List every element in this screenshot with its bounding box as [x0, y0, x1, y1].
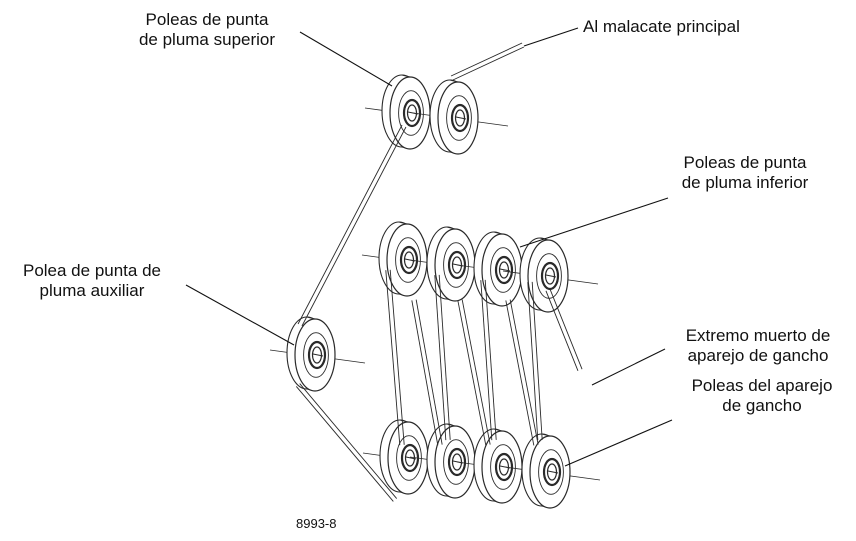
label-hook-block-sheaves: Poleas del aparejo de gancho	[668, 376, 856, 416]
figure-id: 8993-8	[296, 516, 336, 531]
rope-dead-end	[549, 289, 583, 370]
rope-reeve-3	[438, 274, 451, 440]
rope-dead-end	[545, 290, 579, 371]
label-dead-end: Extremo muerto de aparejo de gancho	[660, 326, 856, 366]
sheave-groove	[538, 449, 564, 495]
rope-reeve-1	[389, 269, 405, 445]
rope-upper-to-aux	[297, 124, 403, 325]
label-aux-boom-sheave-line2: pluma auxiliar	[39, 281, 145, 300]
rope-reeve-1	[385, 270, 401, 446]
sheave-shaft	[312, 353, 324, 357]
label-aux-boom-sheave-line1: Polea de punta de	[22, 261, 161, 280]
sheave-shaft	[545, 274, 557, 278]
label-main-hoist: Al malacate principal	[583, 17, 740, 37]
label-dead-end-line2: aparejo de gancho	[687, 346, 829, 365]
leader-upper-boom-sheaves	[299, 31, 393, 87]
rope-reeve-5	[484, 279, 497, 440]
sheaves-layer	[269, 74, 601, 509]
upper-sheave-2	[412, 79, 509, 155]
label-dead-end-line1: Extremo muerto de	[685, 326, 831, 345]
sheave-groove	[446, 95, 472, 141]
rope-reeve-6	[509, 299, 539, 445]
leader-aux-boom-sheave	[185, 284, 295, 346]
rope-aux-to-hook	[295, 386, 394, 502]
sheave-groove	[303, 332, 329, 378]
label-lower-boom-sheaves-line2: de pluma inferior	[681, 173, 809, 192]
sheave-shaft	[499, 268, 511, 272]
rope-reeve-7	[531, 281, 543, 440]
rope-reeve-3	[434, 275, 447, 441]
leader-dead-end	[591, 348, 666, 386]
rope-reeve-2	[411, 300, 439, 446]
lower-boom-sheave-4	[502, 237, 599, 313]
sheave-shaft	[547, 470, 559, 474]
label-lower-boom-sheaves: Poleas de punta de pluma inferior	[640, 153, 850, 193]
label-upper-boom-sheaves: Poleas de punta de pluma superior	[112, 10, 302, 50]
sheave-shaft	[405, 456, 417, 460]
rope-reeve-4	[457, 300, 487, 446]
label-hook-block-sheaves-line2: de gancho	[722, 396, 802, 415]
rope-main-hoist	[452, 46, 525, 81]
rope-reeve-2	[415, 299, 443, 445]
label-lower-boom-sheaves-line1: Poleas de punta	[683, 153, 807, 172]
sheave-groove	[490, 247, 516, 293]
rope-main-hoist	[450, 42, 523, 77]
label-main-hoist-text: Al malacate principal	[583, 17, 740, 36]
sheave-groove	[443, 242, 469, 288]
leader-lower-boom-sheaves	[519, 197, 669, 248]
sheave-shaft	[455, 116, 467, 120]
hook-sheave-3	[456, 428, 553, 504]
label-upper-boom-sheaves-line2: de pluma superior	[138, 30, 276, 49]
sheave-groove	[396, 435, 422, 481]
label-hook-block-sheaves-line1: Poleas del aparejo	[691, 376, 833, 395]
sheave-groove	[395, 237, 421, 283]
upper-sheave-1	[364, 74, 461, 150]
rope-upper-to-aux	[301, 126, 407, 327]
label-upper-boom-sheaves-line1: Poleas de punta	[145, 10, 269, 29]
rope-reeve-6	[505, 300, 535, 446]
rope-reeve-5	[480, 280, 493, 441]
figure-id-text: 8993-8	[296, 516, 337, 531]
sheave-groove	[398, 90, 424, 136]
hook-sheave-4	[504, 433, 601, 509]
sheave-groove	[443, 439, 469, 485]
lower-boom-sheave-1	[361, 221, 458, 297]
leader-lines	[185, 27, 673, 467]
hook-sheave-1	[362, 419, 459, 495]
ropes-layer	[295, 42, 583, 502]
rope-reeve-4	[461, 299, 491, 445]
aux-boom-sheave	[269, 316, 366, 392]
rope-aux-to-hook	[299, 383, 398, 499]
rope-reeve-7	[527, 282, 539, 441]
leader-hook-block-sheaves	[564, 419, 673, 467]
sheave-groove	[490, 444, 516, 490]
label-aux-boom-sheave: Polea de punta de pluma auxiliar	[2, 261, 182, 301]
leader-main-hoist	[523, 27, 579, 47]
